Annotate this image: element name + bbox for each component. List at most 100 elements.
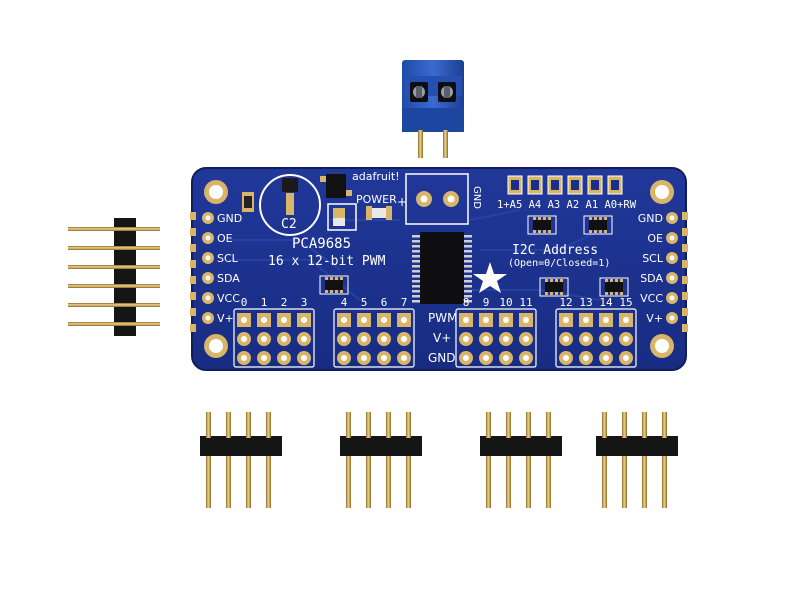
header-housing [340,436,422,456]
side-pad-hole [205,215,211,221]
i2c-address-note: (Open=0/Closed=1) [508,258,610,269]
resistor-array-body [545,282,563,292]
pwm-pad-hole [381,317,387,323]
pwm-pad-hole [341,355,347,361]
resistor-array-pad [550,279,553,282]
pwm-pad-hole [563,336,569,342]
left-pin-label: VCC [217,292,240,305]
header-pin-top [506,412,511,438]
pwm-pad-hole [623,336,629,342]
chip-lead [462,270,472,273]
pwm-pad-hole [261,355,267,361]
resistor-array-pad [543,217,546,220]
edge-pad [190,324,196,332]
channel-number: 11 [519,296,532,309]
address-jumper-gap [531,180,539,190]
header-pin-bottom [206,456,211,508]
resistor-array-pad [533,230,536,233]
chip-lead [412,245,422,248]
chip-lead [412,265,422,268]
side-pad-hole [205,255,211,261]
channel-number: 14 [599,296,613,309]
chip-lead [462,300,472,303]
row-label-vplus: V+ [433,331,451,345]
header-pin-bend [130,303,144,307]
resistor-array-pad [620,279,623,282]
header-pin-bottom [642,456,647,508]
chip-lead [462,260,472,263]
channel-number: 4 [341,296,348,309]
edge-pad [682,244,688,252]
brand-label: adafruit! [352,170,400,183]
left-pin-label: GND [217,212,242,225]
pwm-pad-hole [281,336,287,342]
side-pad-hole [205,275,211,281]
address-jumper-gap [591,180,599,190]
header-pin-bottom [662,456,667,508]
edge-pad [190,212,196,220]
header-pin-top [642,412,647,438]
chip-lead [412,250,422,253]
pwm-pad-hole [503,336,509,342]
header-pin-top [246,412,251,438]
resistor-array-pad [325,277,328,280]
terminal-plus-label: + [397,195,407,209]
address-jumper-gap [511,180,519,190]
pwm-pad-hole [261,336,267,342]
pwm-pad-hole [463,336,469,342]
chip-lead [412,240,422,243]
resistor-array-pad [610,279,613,282]
chip-lead [462,295,472,298]
pwm-pad-hole [401,336,407,342]
capacitor-c2: C2 [259,174,321,236]
chip-lead [462,280,472,283]
header-pin [68,284,160,288]
resistor-array-pad [560,279,563,282]
resistor-array-pad [599,217,602,220]
channel-number: 5 [361,296,368,309]
edge-pad [682,308,688,316]
header-pin-bottom [602,456,607,508]
header-housing [480,436,562,456]
address-jumper-gap [571,180,579,190]
resistor-array-outline [599,277,629,297]
pwm-pad-hole [483,336,489,342]
resistor-array-pad [340,290,343,293]
pwm-pad-hole [261,317,267,323]
pwm-pad-hole [341,317,347,323]
pwm-pad-hole [381,336,387,342]
row-label-gnd: GND [428,351,456,365]
resistor-array-pad [615,292,618,295]
side-pad-hole [669,315,675,321]
pwm-pad-hole [503,355,509,361]
pwm-pad-hole [523,336,529,342]
left-pin-label: SCL [217,252,239,265]
right-pin-label: VCC [640,292,663,305]
chip-lead [412,295,422,298]
address-pins-label: 1+A5 A4 A3 A2 A1 A0+RW [497,199,637,211]
bottom-headers-4pin [200,412,678,508]
header-pin-bottom [366,456,371,508]
terminal-gnd-label: GND [471,186,482,209]
header-pin [68,265,160,269]
edge-pad [190,244,196,252]
right-pin-label: V+ [646,312,663,325]
header-pin-top [386,412,391,438]
chip-lead [412,290,422,293]
chip-lead [412,255,422,258]
channel-number: 9 [483,296,490,309]
chip-lead [412,280,422,283]
pad-group-outline [233,308,315,368]
resistor-array-pad [330,290,333,293]
adafruit-star-logo [473,262,507,293]
channel-number: 6 [381,296,388,309]
resistor-array-pad [555,292,558,295]
chip-lead [412,275,422,278]
header-pin-top [622,412,627,438]
resistor-array-pad [545,292,548,295]
resistor-array-pad [538,217,541,220]
side-pad-hole [669,275,675,281]
pwm-pad-hole [603,317,609,323]
header-pin-top [486,412,491,438]
